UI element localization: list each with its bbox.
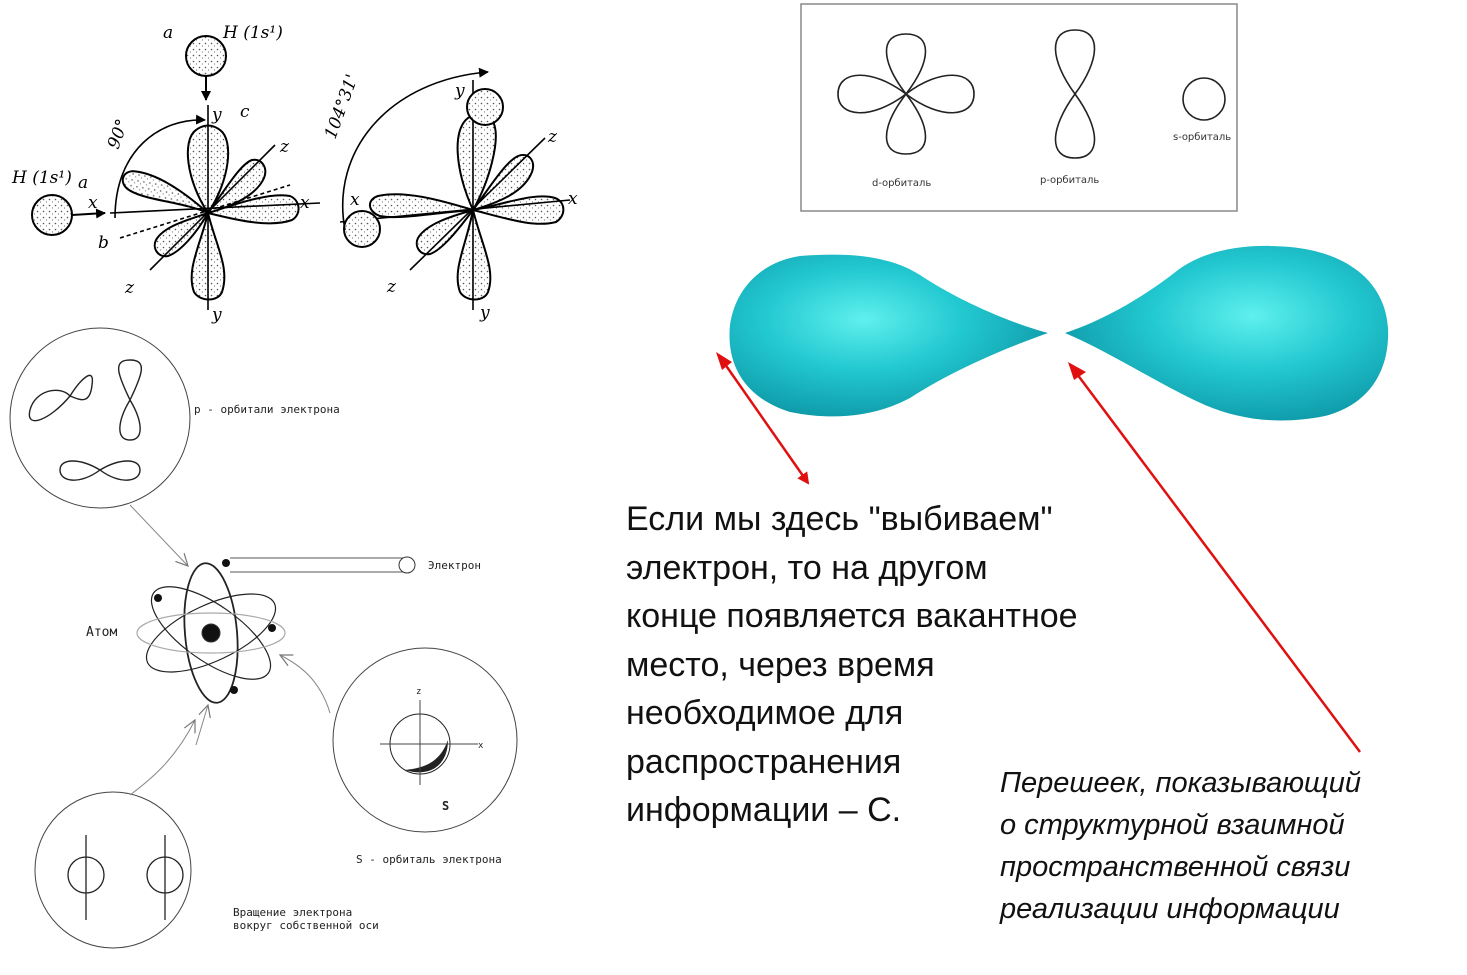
axis-z-top-left: z [279,137,290,157]
main-text-line7: информации – С. [626,791,902,829]
isthmus-text-line4: реализации информации [1000,893,1340,925]
p-orbitals-label: p - орбитали электрона [194,403,340,416]
s-orbital-circle [332,647,518,833]
water-diagram-labels: H (1s¹) a H (1s¹) a b c y y x x z z 90° … [11,23,578,325]
z-symbol: z [416,687,421,697]
orbital-shapes-box: d-орбиталь p-орбиталь s-орбиталь [800,3,1238,212]
p-orbitals-circle [9,327,191,509]
p-orbital-icon [1054,29,1096,159]
axis-z-bottom-left: z [124,278,135,298]
main-text-line6: распространения [626,742,902,781]
label-c: c [240,102,250,122]
spin-label-line2: вокруг собственной оси [233,919,379,932]
water-molecule-diagram [31,35,571,310]
axis-x-right-left: x [300,193,310,213]
p-orbital-label: p-орбиталь [1040,175,1099,186]
spin-circle [34,791,192,949]
angle-arc-90 [114,114,206,219]
axis-y-top-left: y [211,105,222,125]
main-text-line2: электрон, то на другом [626,548,988,587]
atom-diagram-labels: p - орбитали электрона Электрон Атом S -… [86,403,502,932]
axis-y-bottom-left: y [211,305,222,325]
axis-x-left-right: x [350,190,360,210]
spin-icons [67,835,184,920]
axes-right [339,80,571,310]
main-text-line5: необходимое для [626,694,904,732]
axes-left [109,105,321,310]
annotation-arrows [718,356,1362,753]
spin-label-line1: Вращение электрона [233,906,352,919]
isthmus-explanation-text: Перешеек, показывающий о структурной вза… [1000,762,1460,930]
arrow-to-isthmus [1072,369,1362,753]
d-orbital-icon [837,33,975,155]
main-text-line4: место, через время [626,645,935,684]
axis-y-top-right: y [454,81,465,101]
hybrid-orbitals-left [121,124,300,301]
axis-z-top-right: z [547,127,558,147]
main-explanation-text: Если мы здесь "выбиваем" электрон, то на… [626,495,1186,835]
arrow-to-left-lobe [718,356,810,485]
isthmus-text-line2: о структурной взаимной [1000,809,1345,841]
right-lobe [1065,245,1389,421]
electron-label: Электрон [428,559,481,572]
h-top-label: H (1s¹) [222,23,283,43]
angle-arc-104 [341,67,489,231]
isthmus-text-line1: Перешеек, показывающий [1000,767,1361,799]
hybrid-orbitals-right [369,113,565,301]
h-left-label: H (1s¹) [11,168,72,188]
s-orbital-label: S - орбиталь электрона [356,853,502,866]
s-symbol: S [442,799,449,813]
electrons [154,559,276,694]
hydrogen-atom-left [31,194,73,236]
atom-orbits [136,562,286,704]
p-orbital-lobes [729,245,1389,421]
angle-90-label: 90° [104,117,133,152]
isthmus-text-line3: пространственной связи [1000,851,1351,883]
main-text-line3: конце появляется вакантное [626,597,1078,635]
arrow-heads [716,352,1086,380]
x-symbol: x [478,741,484,751]
hydrogen-atom-right-top [466,88,504,126]
label-b: b [98,233,109,253]
atom-diagram [9,327,518,949]
label-a-left: a [78,173,88,193]
arrow-head-left [716,352,732,370]
nucleus [201,623,221,643]
axis-x-right-right: x [568,189,578,209]
hydrogen-atom-right-left [343,210,381,248]
atom-label: Атом [86,625,117,640]
axis-x-left-left: x [88,193,98,213]
axis-z-bottom-right: z [386,277,397,297]
s-orbital-label: s-орбиталь [1173,132,1231,143]
s-orbital-icon [1182,77,1226,121]
axis-y-bottom-right: y [479,303,490,323]
angle-104-label: 104°31' [321,72,363,142]
hydrogen-atom-top [185,35,227,77]
d-orbital-label: d-орбиталь [872,178,931,189]
arrow-head-right [1068,362,1086,380]
left-lobe [729,254,1048,417]
label-a-top: a [163,23,173,43]
electron-icon [398,556,416,574]
main-text-line1: Если мы здесь "выбиваем" [626,500,1053,538]
p-orbitals-shapes [28,359,142,481]
